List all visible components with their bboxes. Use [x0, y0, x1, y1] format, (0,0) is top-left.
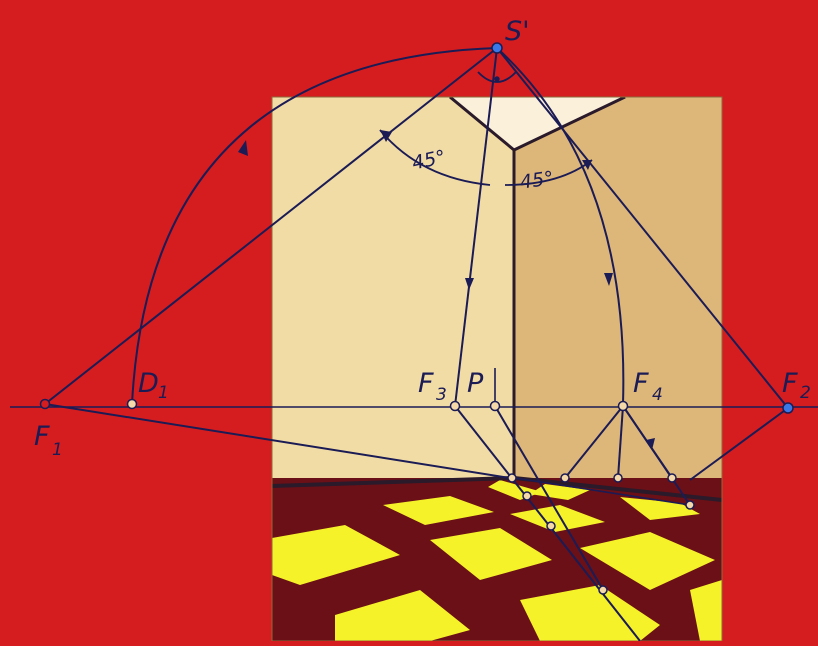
label-f1: F [34, 421, 50, 452]
floor-point [507, 473, 517, 483]
label-f3-sub: 3 [436, 385, 447, 405]
point-f1 [39, 398, 51, 410]
line-viewpoint-to-f2 [496, 47, 789, 409]
arrow-floor-right-icon [646, 438, 655, 450]
line-f4-to-floor-1 [564, 405, 624, 479]
angle-label-right: 45° [519, 167, 555, 193]
arrow-arc-right-icon [604, 273, 613, 286]
label-f3: F [418, 368, 434, 399]
floor-point [522, 491, 532, 501]
floor-point [613, 473, 623, 483]
floor-wall-edge-left [272, 476, 515, 488]
arrow-angle-right-icon [582, 160, 592, 170]
floor-point [598, 585, 608, 595]
ceiling-edge-left [449, 97, 515, 152]
arrowheads [238, 130, 655, 450]
point-f3 [449, 400, 461, 412]
point-viewpoint [491, 42, 503, 54]
ceiling [450, 97, 625, 150]
arrow-viewline-icon [465, 278, 474, 290]
arrow-angle-left-icon [380, 130, 392, 142]
line-f1-to-floor [44, 403, 511, 479]
label-f1-sub: 1 [52, 440, 63, 460]
label-p: P [467, 368, 484, 399]
line-f4-to-floor-4 [622, 405, 691, 506]
label-d1: D [138, 368, 159, 399]
construction-points [39, 42, 794, 595]
floor-point [685, 500, 695, 510]
floor-point [560, 473, 570, 483]
label-viewpoint: S' [505, 16, 530, 47]
room-panel [272, 97, 722, 641]
line-viewpoint-to-f1 [44, 47, 498, 405]
line-f2-to-floor [689, 407, 789, 481]
line-f4-to-floor-2 [617, 405, 624, 479]
point-f4 [617, 400, 629, 412]
label-f4-sub: 4 [652, 385, 663, 405]
arc-viewpoint-to-f4 [496, 47, 625, 405]
floor-point [667, 473, 677, 483]
arrow-arc-left-icon [238, 140, 248, 156]
point-f2 [782, 402, 794, 414]
line-viewpoint-to-f3 [454, 47, 498, 407]
label-d1-sub: 1 [158, 383, 169, 403]
right-angle-mark [477, 71, 517, 83]
angle-arc-left [379, 129, 491, 186]
label-f2: F [782, 368, 798, 399]
point-d1 [126, 398, 138, 410]
label-f2-sub: 2 [800, 383, 811, 403]
floor-point [546, 521, 556, 531]
ceiling-edge-right [513, 97, 626, 152]
construction-lines [10, 47, 818, 642]
line-p-to-floor [494, 405, 604, 591]
point-p [489, 400, 501, 412]
floor-wall-edge-right [513, 476, 722, 502]
floor-diagonal [514, 477, 691, 506]
arc-f1-to-viewpoint [131, 47, 498, 405]
labels: S' F 1 D 1 F 3 P F 4 F 2 45° 45° [34, 16, 811, 460]
label-f4: F [633, 368, 649, 399]
